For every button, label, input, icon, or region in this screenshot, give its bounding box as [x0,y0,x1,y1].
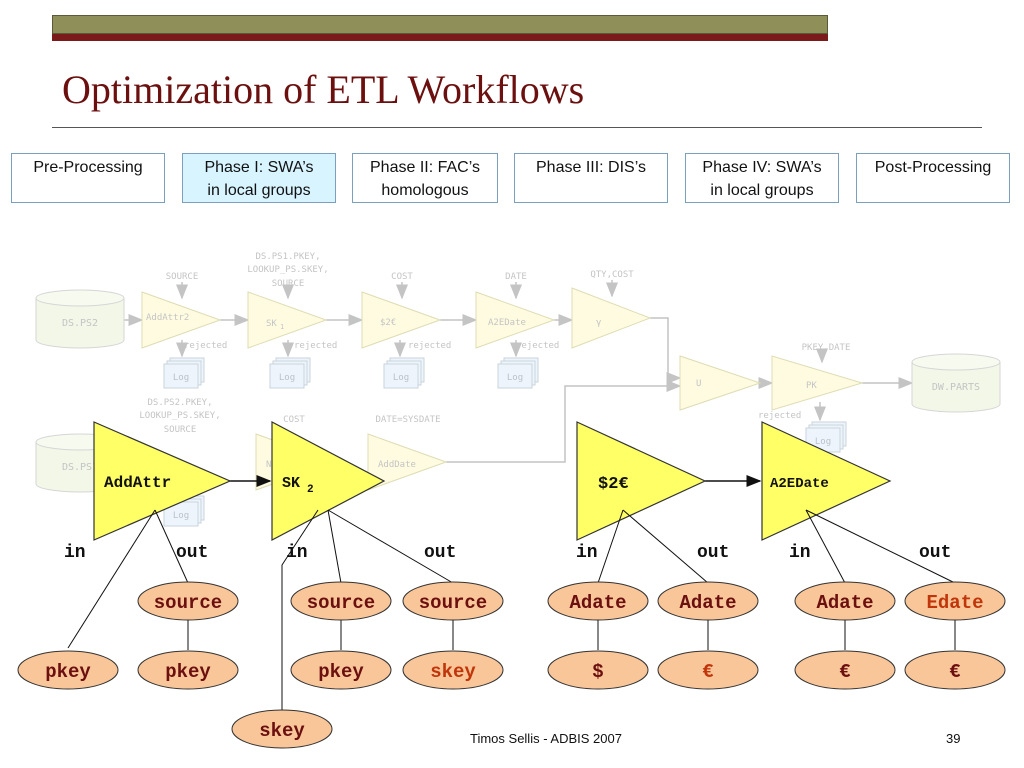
bg-log-6: Log [173,511,189,521]
target-db-dw-parts-label: DW.PARTS [932,382,980,393]
bg-param-lookup-1: LOOKUP_PS.SKEY, [247,265,328,275]
bg-param-ds-ps2-pkey: DS.PS2.PKEY, [147,398,212,408]
bg-log-1: Log [173,373,189,383]
bg-param-date: DATE [505,272,527,282]
bg-log-4: Log [507,373,523,383]
source-db-ds-ps2-label: DS.PS2 [62,318,98,329]
bg-param-date-sysdate: DATE=SYSDATE [375,415,440,425]
bg-node-union: U [696,379,701,389]
bg-node-adddate: AddDate [378,460,416,470]
attr-dollar-out-adate: Adate [679,592,736,614]
header-bar [52,15,828,34]
header-accent-bar [52,34,828,41]
attr-sk2-in-skey: skey [259,720,305,742]
activity-addattr-label: AddAttr [104,474,171,492]
addattr-out-label: out [176,543,208,563]
dollar-out-label: out [697,543,729,563]
addattr-in-label: in [64,543,86,563]
bg-rejected-5: rejected [758,411,801,421]
phase-1-swa: Phase I: SWA’s in local groups [182,153,336,203]
bg-node-addattr2: AddAttr2 [146,313,189,323]
activity-dollar-to-euro: $2€ [576,421,707,541]
bg-node-pk: PK [806,381,817,391]
footer-credit: Timos Sellis - ADBIS 2007 [470,731,622,746]
bg-node-dollar: $2€ [380,318,396,328]
attr-sk2-out-source: source [419,592,487,614]
page-number: 39 [946,731,961,746]
a2e-in-label: in [789,543,811,563]
attr-a2e-out-euro: € [949,661,960,683]
bg-param-cost-1: COST [391,272,413,282]
activity-dollar-label: $2€ [598,475,629,494]
target-db-dw-parts: DW.PARTS [911,353,1001,413]
attr-a2e-in-adate: Adate [816,592,873,614]
sk2-out-label: out [424,543,456,563]
activity-a2edate-label: A2EDate [770,476,829,492]
phase-pre-processing: Pre-Processing [11,153,165,203]
bg-node-a2edate: A2EDate [488,318,526,328]
bg-rejected-1: rejected [184,341,227,351]
attr-a2e-out-edate: Edate [926,592,983,614]
title-divider [52,127,982,128]
activity-sk2-subscript: 2 [307,484,314,496]
phase-3-dis: Phase III: DIS’s [514,153,668,203]
bg-param-pkey-date: PKEY,DATE [802,343,851,353]
bg-param-source-1: SOURCE [166,272,199,282]
bg-param-source-2: SOURCE [272,279,305,289]
slide-title: Optimization of ETL Workflows [62,67,585,112]
attr-addattr-in-pkey: pkey [45,661,91,683]
bg-param-cost-2: COST [283,415,305,425]
source-db-ds-ps1-label: DS.PS1 [62,462,98,473]
attr-addattr-out-pkey: pkey [165,661,211,683]
attr-dollar-in-adate: Adate [569,592,626,614]
bg-rejected-4: rejected [516,341,559,351]
dollar-in-label: in [576,543,598,563]
phase-4-swa: Phase IV: SWA’s in local groups [685,153,839,203]
source-db-ds-ps2: DS.PS2 [35,289,125,349]
bg-log-2: Log [279,373,295,383]
bg-node-gamma: γ [596,318,601,328]
attr-dollar-out-euro: € [702,661,713,683]
attr-sk2-out-skey: skey [430,661,476,683]
sk2-in-label: in [286,543,308,563]
attr-sk2-in-source: source [307,592,375,614]
phase-post-processing: Post-Processing [856,153,1010,203]
bg-param-source-3: SOURCE [164,425,197,435]
bg-param-lookup-2: LOOKUP_PS.SKEY, [139,411,220,421]
bg-log-stacks [163,357,847,527]
attr-sk2-in-pkey: pkey [318,661,364,683]
a2e-out-label: out [919,543,951,563]
attribute-nodes [17,581,1006,749]
bg-param-qty-cost: QTY,COST [590,270,634,280]
bg-node-sk1: SK [266,319,277,329]
activity-sk2-label: SK [282,475,300,492]
bg-log-5: Log [815,437,831,447]
activity-sk2: SK 2 [271,421,386,541]
attr-addattr-out-source: source [154,592,222,614]
activity-addattr: AddAttr [93,421,232,541]
bg-rejected-2: rejected [294,341,337,351]
attr-dollar-in-dollar: $ [592,661,603,683]
schema-lines [67,509,956,711]
activity-a2edate: A2EDate [761,421,892,541]
bg-param-ds-ps1-pkey: DS.PS1.PKEY, [255,252,320,262]
bg-log-3: Log [393,373,409,383]
background-workflow [124,280,914,463]
attr-a2e-in-euro: € [839,661,850,683]
bg-rejected-3: rejected [408,341,451,351]
bg-node-sk1-sub: 1 [280,323,284,331]
phase-2-fac: Phase II: FAC’s homologous [352,153,498,203]
